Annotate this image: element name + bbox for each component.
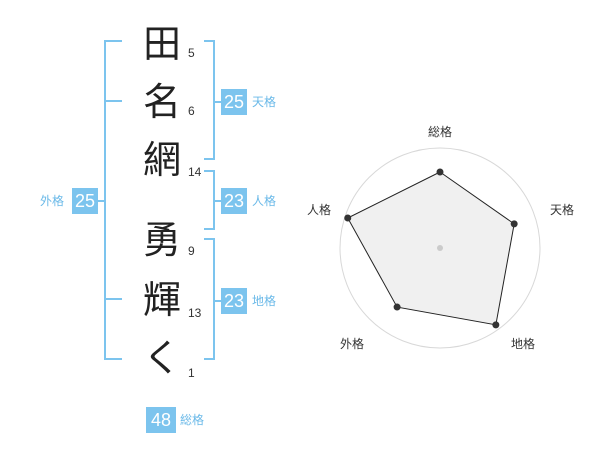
tenkaku-bracket-bottom bbox=[204, 158, 214, 160]
gaikaku-bracket-top bbox=[104, 40, 122, 42]
radar-point-jinkaku bbox=[344, 214, 352, 222]
gaikaku-bracket-tick-2 bbox=[104, 298, 122, 300]
radar-point-tenkaku bbox=[510, 220, 518, 228]
radar-polygon bbox=[347, 171, 515, 326]
soukaku-label: 総格 bbox=[180, 413, 205, 427]
gaikaku-label: 外格 bbox=[40, 194, 65, 208]
chikaku-connector bbox=[213, 300, 221, 302]
jinkaku-value: 23 bbox=[221, 188, 247, 214]
soukaku-value: 48 bbox=[146, 407, 176, 433]
stroke-count-5: 13 bbox=[188, 306, 202, 320]
gaikaku-connector bbox=[98, 200, 106, 202]
radar-point-gaikaku bbox=[393, 303, 401, 311]
tenkaku-bracket-top bbox=[204, 40, 214, 42]
stroke-count-2: 6 bbox=[188, 104, 195, 118]
tenkaku-bracket-vertical bbox=[213, 40, 215, 160]
jinkaku-label: 人格 bbox=[252, 194, 277, 208]
name-char-3: 網 bbox=[142, 138, 181, 182]
tenkaku-connector bbox=[213, 101, 221, 103]
radar-point-chikaku bbox=[492, 321, 500, 329]
stroke-count-4: 9 bbox=[188, 244, 195, 258]
name-char-5: 輝 bbox=[142, 278, 181, 322]
radar-label-gaikaku: 外格 bbox=[340, 337, 365, 351]
tenkaku-value: 25 bbox=[221, 89, 247, 115]
gaikaku-value: 25 bbox=[72, 188, 98, 214]
radar-center bbox=[437, 245, 443, 251]
stroke-count-6: 1 bbox=[188, 366, 195, 380]
tenkaku-label: 天格 bbox=[252, 95, 277, 109]
chikaku-bracket-top bbox=[204, 238, 214, 240]
jinkaku-bracket-bottom bbox=[204, 228, 214, 230]
radar-label-jinkaku: 人格 bbox=[307, 203, 332, 217]
radar-label-soukaku: 総格 bbox=[428, 125, 453, 139]
chikaku-value: 23 bbox=[221, 288, 247, 314]
gaikaku-bracket-bottom bbox=[104, 358, 122, 360]
stroke-count-1: 5 bbox=[188, 46, 195, 60]
radar-label-tenkaku: 天格 bbox=[550, 203, 575, 217]
gaikaku-bracket-tick-1 bbox=[104, 100, 122, 102]
jinkaku-bracket-top bbox=[204, 170, 214, 172]
name-char-4: 勇 bbox=[142, 218, 181, 262]
name-char-1: 田 bbox=[142, 22, 181, 66]
chikaku-bracket-vertical bbox=[213, 238, 215, 360]
chikaku-label: 地格 bbox=[252, 294, 277, 308]
jinkaku-connector bbox=[213, 200, 221, 202]
chikaku-bracket-bottom bbox=[204, 358, 214, 360]
stroke-count-3: 14 bbox=[188, 165, 202, 179]
radar-label-chikaku: 地格 bbox=[511, 337, 536, 351]
radar-shape bbox=[344, 168, 518, 329]
radar-point-soukaku bbox=[436, 168, 444, 176]
name-char-2: 名 bbox=[142, 80, 181, 124]
name-char-6: く bbox=[142, 336, 181, 380]
